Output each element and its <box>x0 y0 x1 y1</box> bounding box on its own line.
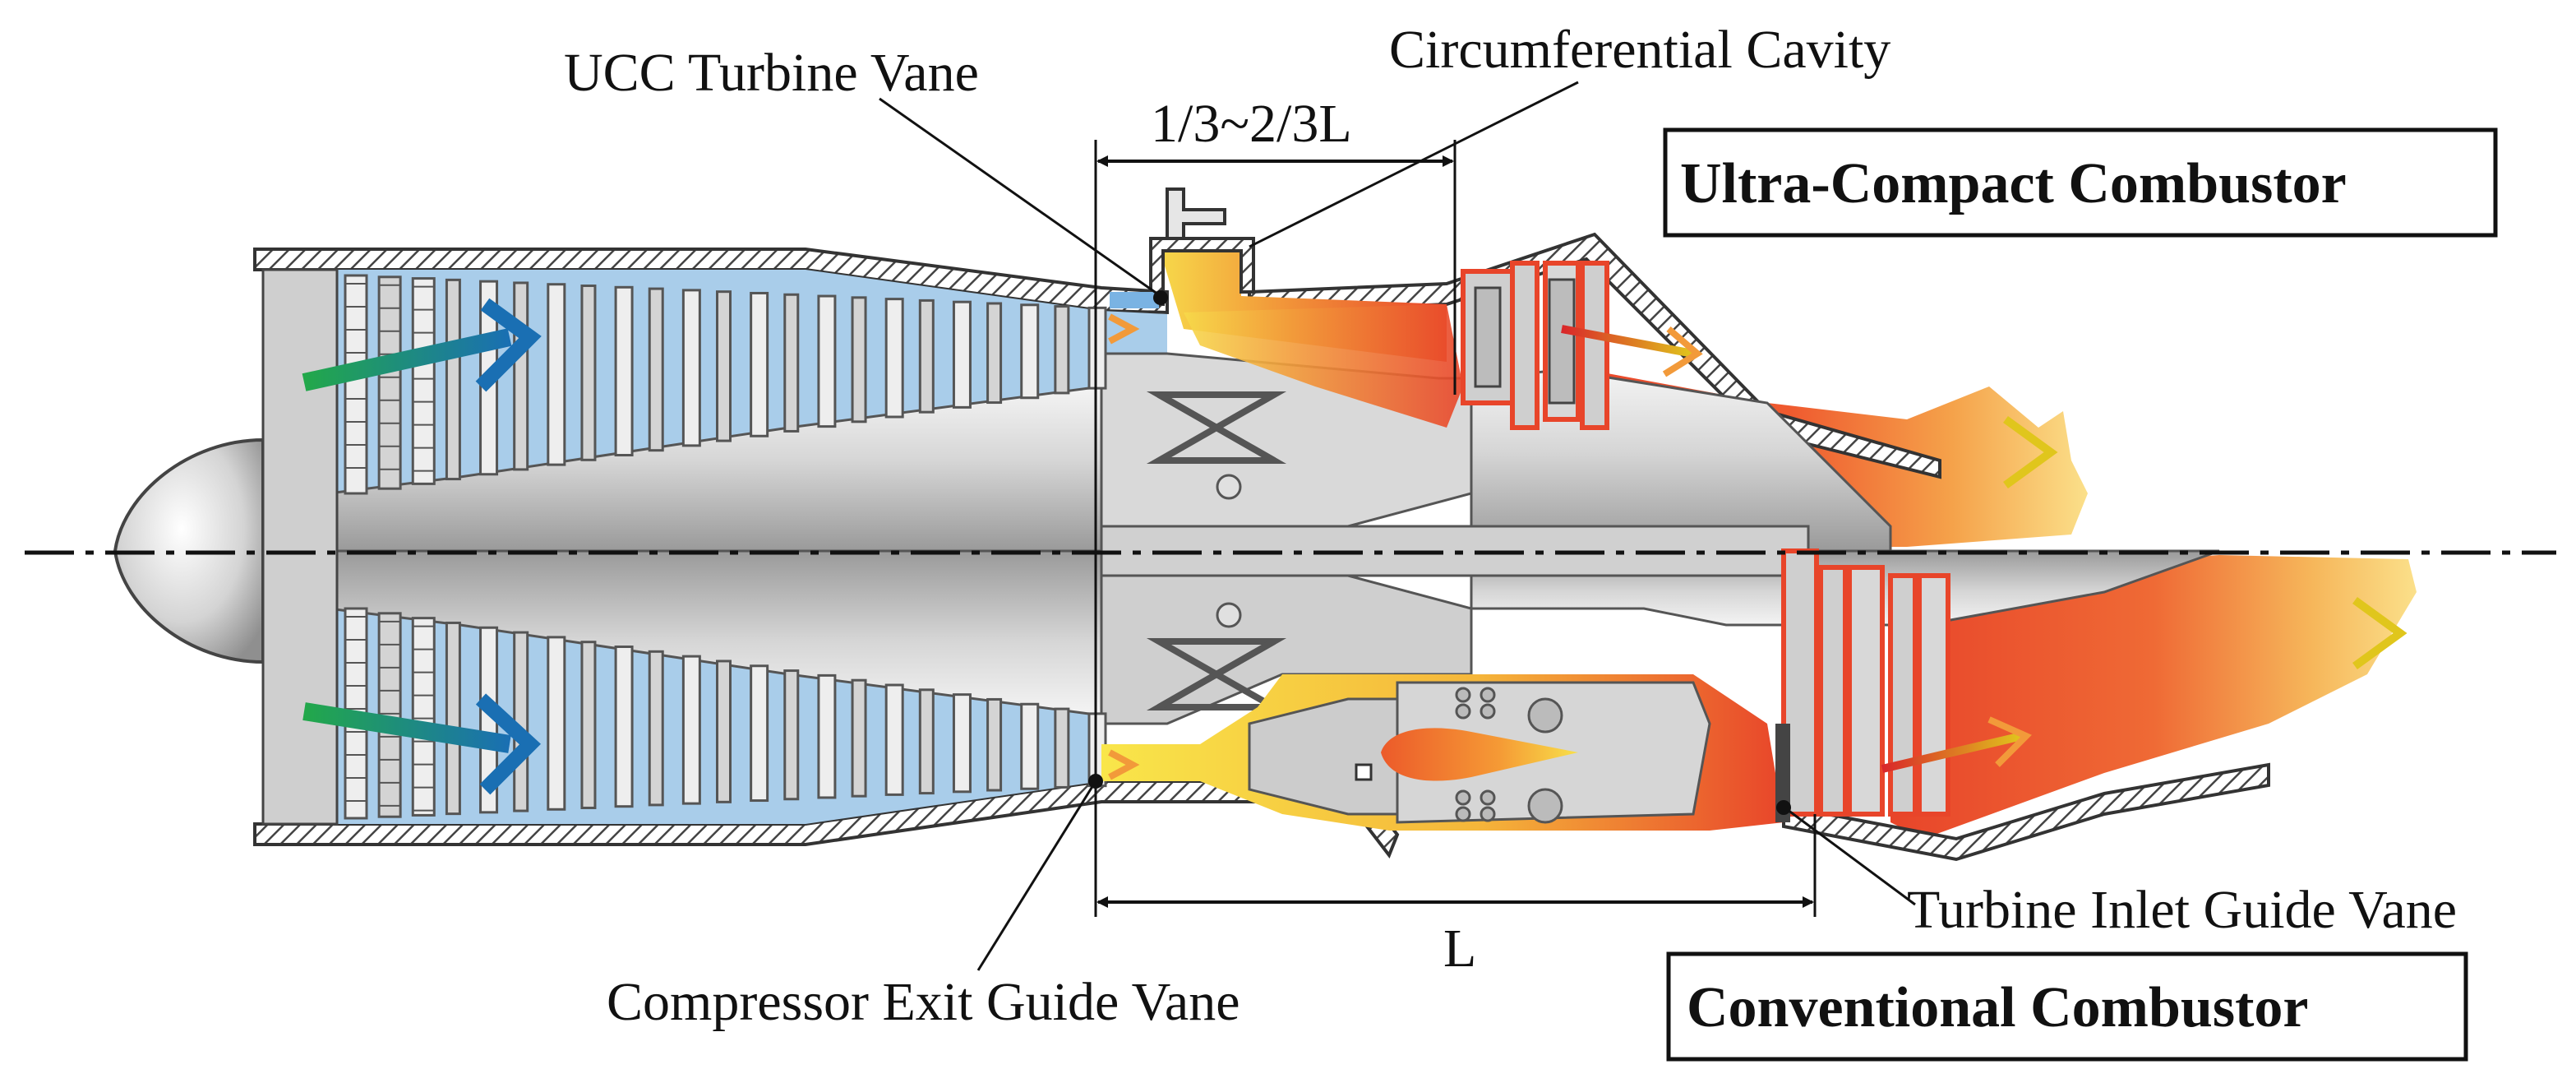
bearing-strut-upper <box>1146 391 1287 464</box>
compressor-blade <box>411 277 436 485</box>
label-circumferential-cavity: Circumferential Cavity <box>1389 20 1890 80</box>
compressor-blade <box>952 300 972 409</box>
compressor-blade <box>817 673 837 799</box>
ucc-flame-zone <box>1184 304 1463 428</box>
flow-arrow-icon <box>1561 325 1694 358</box>
compressor-blade <box>1087 306 1107 390</box>
compressor-blade <box>884 298 904 419</box>
compressor-blade <box>445 278 461 481</box>
flow-arrow-icon <box>2352 596 2407 670</box>
flow-arrow-icon <box>302 702 511 753</box>
compressor-blade <box>547 283 566 466</box>
compressor-blade <box>580 285 597 461</box>
ultra-compact-combustor-box <box>1663 127 2498 238</box>
flow-arrow-icon <box>302 328 512 391</box>
fuel-nozzle <box>1355 763 1373 781</box>
conventional-combustor-title: Conventional Combustor <box>1687 976 2308 1039</box>
compressor-blade <box>344 274 368 495</box>
label-dimension-short: 1/3~2/3L <box>1151 94 1352 154</box>
compressor-blade <box>716 660 732 803</box>
compressor-blade <box>952 693 972 794</box>
leader-dot-icon <box>1776 800 1791 815</box>
bearing-lower <box>1216 602 1242 628</box>
compressor-blade <box>986 302 1003 405</box>
compressor-blade <box>986 697 1003 792</box>
compressor-blade <box>513 281 529 471</box>
compressor-blade <box>750 664 769 803</box>
bearing-upper <box>1216 474 1242 500</box>
compressor-blade <box>614 646 634 808</box>
flow-arrow-icon <box>1987 716 2032 767</box>
turbine-inlet-guide-vane <box>1775 724 1790 822</box>
label-turbine-inlet-guide-vane: Turbine Inlet Guide Vane <box>1907 880 2457 940</box>
combustor-flame <box>1381 728 1578 781</box>
compressor-exit-arrows <box>1040 313 1140 780</box>
lower-exhaust-plume <box>1890 555 2417 839</box>
compressor-blade-rows <box>344 274 1107 820</box>
compressor-blade <box>817 294 837 428</box>
compressor-blade <box>547 636 566 811</box>
ucc-turbine-vane-block <box>1110 292 1159 308</box>
compressor-blade <box>1020 303 1040 400</box>
compressor-blade <box>783 669 800 801</box>
compressor-blade <box>445 621 461 816</box>
compressor-blade <box>1054 305 1070 395</box>
compressor-blade <box>918 688 935 795</box>
compressor-blade <box>580 641 597 809</box>
flow-arrow-icon <box>1881 732 2024 773</box>
bearing-strut-lower <box>1146 638 1287 710</box>
leader-dot-icon <box>1153 290 1168 305</box>
flow-arrow-icon <box>2003 415 2058 489</box>
conventional-turbine-stages <box>1781 548 1950 817</box>
ucc-fuel-injector <box>1166 187 1226 240</box>
compressor-blade <box>918 299 935 414</box>
compressor-blade <box>716 290 732 442</box>
flow-arrow-icon <box>1108 313 1140 345</box>
flow-arrow-icon <box>1662 326 1703 377</box>
flow-arrow-icon <box>475 298 542 392</box>
inlet-flow-arrows <box>302 298 542 795</box>
label-dimension-long: L <box>1443 919 1476 979</box>
label-ucc-turbine-vane: UCC Turbine Vane <box>564 43 979 103</box>
compressor-blade <box>614 285 634 456</box>
label-compressor-exit-guide-vane: Compressor Exit Guide Vane <box>607 972 1240 1032</box>
compressor-blade <box>681 655 701 805</box>
exhaust-flow-arrows <box>1561 325 2407 773</box>
compressor-blade <box>411 617 436 817</box>
ucc-turbine-blade-detail <box>1474 278 1576 405</box>
lower-casing-aft <box>1782 762 2270 862</box>
compressor-blade <box>851 296 867 423</box>
leader-dot-icon <box>1088 774 1103 789</box>
compressor-blade <box>377 275 402 490</box>
flow-arrow-icon <box>1108 749 1140 780</box>
compressor-blade <box>648 287 664 452</box>
compressor-blade <box>783 293 800 433</box>
compressor-blade <box>1054 707 1070 789</box>
inlet-hub <box>261 268 339 826</box>
compressor-blade <box>1020 702 1040 790</box>
conventional-combustor-box <box>1666 951 2468 1062</box>
compressor-blade <box>851 678 867 798</box>
flow-arrow-icon <box>475 693 542 795</box>
leader-lines <box>879 81 1916 971</box>
compressor-blade <box>750 291 769 437</box>
compressor-blade <box>648 650 664 807</box>
ultra-compact-combustor-title: Ultra-Compact Combustor <box>1680 152 2347 215</box>
compressor-blade <box>884 683 904 796</box>
combustor-dilution-holes <box>1455 687 1563 824</box>
compressor-blade <box>681 289 701 447</box>
